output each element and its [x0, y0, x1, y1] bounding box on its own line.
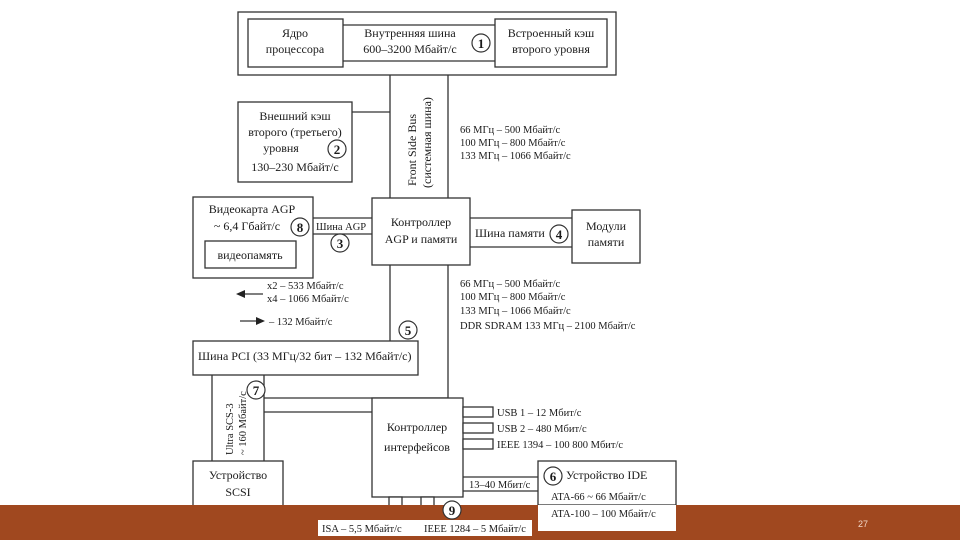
mem-rate-1: 66 МГц – 500 Мбайт/с: [460, 279, 560, 290]
number-4-circle: [549, 224, 569, 244]
agp-rate-1: x2 – 533 Мбайт/с: [267, 281, 344, 292]
number-3: 3: [337, 236, 344, 251]
memory-modules-label-1: Модули: [586, 219, 627, 233]
embedded-cache-label-1: Встроенный кэш: [508, 26, 595, 40]
usb-rate-2: USB 2 – 480 Мбит/с: [497, 424, 587, 435]
pci-bus-box: [192, 340, 419, 376]
video-memory-box: [204, 240, 297, 269]
ultra-scsi-label-2: ~ 160 Мбайт/с: [238, 391, 249, 455]
scsi-device-box: [192, 460, 284, 510]
number-8-circle: [290, 217, 310, 237]
pci-legend-rate: – 132 Мбайт/с: [268, 317, 333, 328]
fsb-rate-1: 66 МГц – 500 Мбайт/с: [460, 125, 560, 136]
agp-bus-label: Шина AGP: [316, 222, 366, 233]
interface-controller-box: [371, 397, 464, 498]
number-3-circle: [330, 233, 350, 253]
number-6: 6: [550, 469, 557, 484]
number-5-circle: [398, 320, 418, 340]
scsi-device-label-1: Устройство: [209, 468, 267, 482]
usb1-port: [462, 406, 494, 418]
mem-rate-2: 100 МГц – 800 Мбайт/с: [460, 292, 566, 303]
usb-rate-3: IEEE 1394 – 100 800 Мбит/с: [497, 440, 623, 451]
fsb-label-1: Front Side Bus: [405, 114, 419, 186]
interface-controller-label-2: интерфейсов: [384, 440, 450, 454]
usb2-port: [462, 422, 494, 434]
core-box: [247, 18, 344, 68]
agp-controller-label-1: Контроллер: [391, 215, 451, 229]
fsb-rate-3: 133 МГц – 1066 Мбайт/с: [460, 151, 571, 162]
number-7: 7: [253, 383, 260, 398]
agp-controller-box: [371, 197, 471, 266]
core-label-1: Ядро: [282, 26, 308, 40]
memory-bus-label: Шина памяти: [475, 226, 545, 240]
memory-modules-label-2: памяти: [588, 235, 625, 249]
scsi-device-label-2: SCSI: [225, 485, 250, 499]
number-4: 4: [556, 227, 563, 242]
pci-bus-label: Шина PCI (33 МГц/32 бит – 132 Мбайт/с): [198, 349, 412, 363]
internal-bus-label-1: Внутренняя шина: [364, 26, 456, 40]
interface-controller-label-1: Контроллер: [387, 420, 447, 434]
video-card-label-2: ~ 6,4 Гбайт/с: [214, 219, 280, 233]
ide-rate-1: ATA-66 ~ 66 Мбайт/с: [551, 492, 646, 503]
memory-modules-box: [571, 209, 641, 264]
external-cache-label-3: уровня: [263, 141, 299, 155]
fsb-rate-2: 100 МГц – 800 Мбайт/с: [460, 138, 566, 149]
video-card-label-1: Видеокарта AGP: [209, 202, 296, 216]
page-number: 27: [858, 519, 869, 529]
number-5: 5: [405, 323, 412, 338]
number-8: 8: [297, 220, 304, 235]
mem-rate-3: 133 МГц – 1066 Мбайт/с: [460, 306, 571, 317]
number-6-circle: [543, 466, 563, 486]
external-cache-label-4: 130–230 Мбайт/с: [251, 160, 338, 174]
agp-legend-arrowhead: [236, 290, 245, 298]
agp-controller-label-2: AGP и памяти: [385, 232, 458, 246]
video-memory-label: видеопамять: [217, 248, 283, 262]
footer-bar: [0, 505, 960, 540]
number-7-circle: [246, 380, 266, 400]
number-2-circle: [327, 139, 347, 159]
fsb-label-2: (системная шина): [420, 97, 434, 188]
ieee1394-port: [462, 438, 494, 450]
core-label-2: процессора: [266, 42, 325, 56]
pci-legend-arrowhead: [256, 317, 265, 325]
external-cache-label-2: второго (третьего): [248, 125, 341, 139]
external-cache-label-1: Внешний кэш: [259, 109, 331, 123]
usb-rate-1: USB 1 – 12 Мбит/с: [497, 408, 582, 419]
ultra-scsi-label-1: Ultra SCS-3: [225, 403, 236, 455]
mem-rate-4: DDR SDRAM 133 МГц – 2100 Мбайт/с: [460, 321, 636, 332]
number-2: 2: [334, 142, 341, 157]
agp-rate-2: x4 – 1066 Мбайт/с: [267, 294, 349, 305]
number-1: 1: [478, 36, 485, 51]
embedded-cache-label-2: второго уровня: [512, 42, 590, 56]
ide-link-rate: 13–40 Мбит/с: [469, 480, 531, 491]
number-1-circle: [471, 33, 491, 53]
internal-bus-label-2: 600–3200 Мбайт/с: [363, 42, 456, 56]
embedded-cache-box: [494, 18, 608, 68]
ide-device-label: Устройство IDE: [566, 468, 647, 482]
